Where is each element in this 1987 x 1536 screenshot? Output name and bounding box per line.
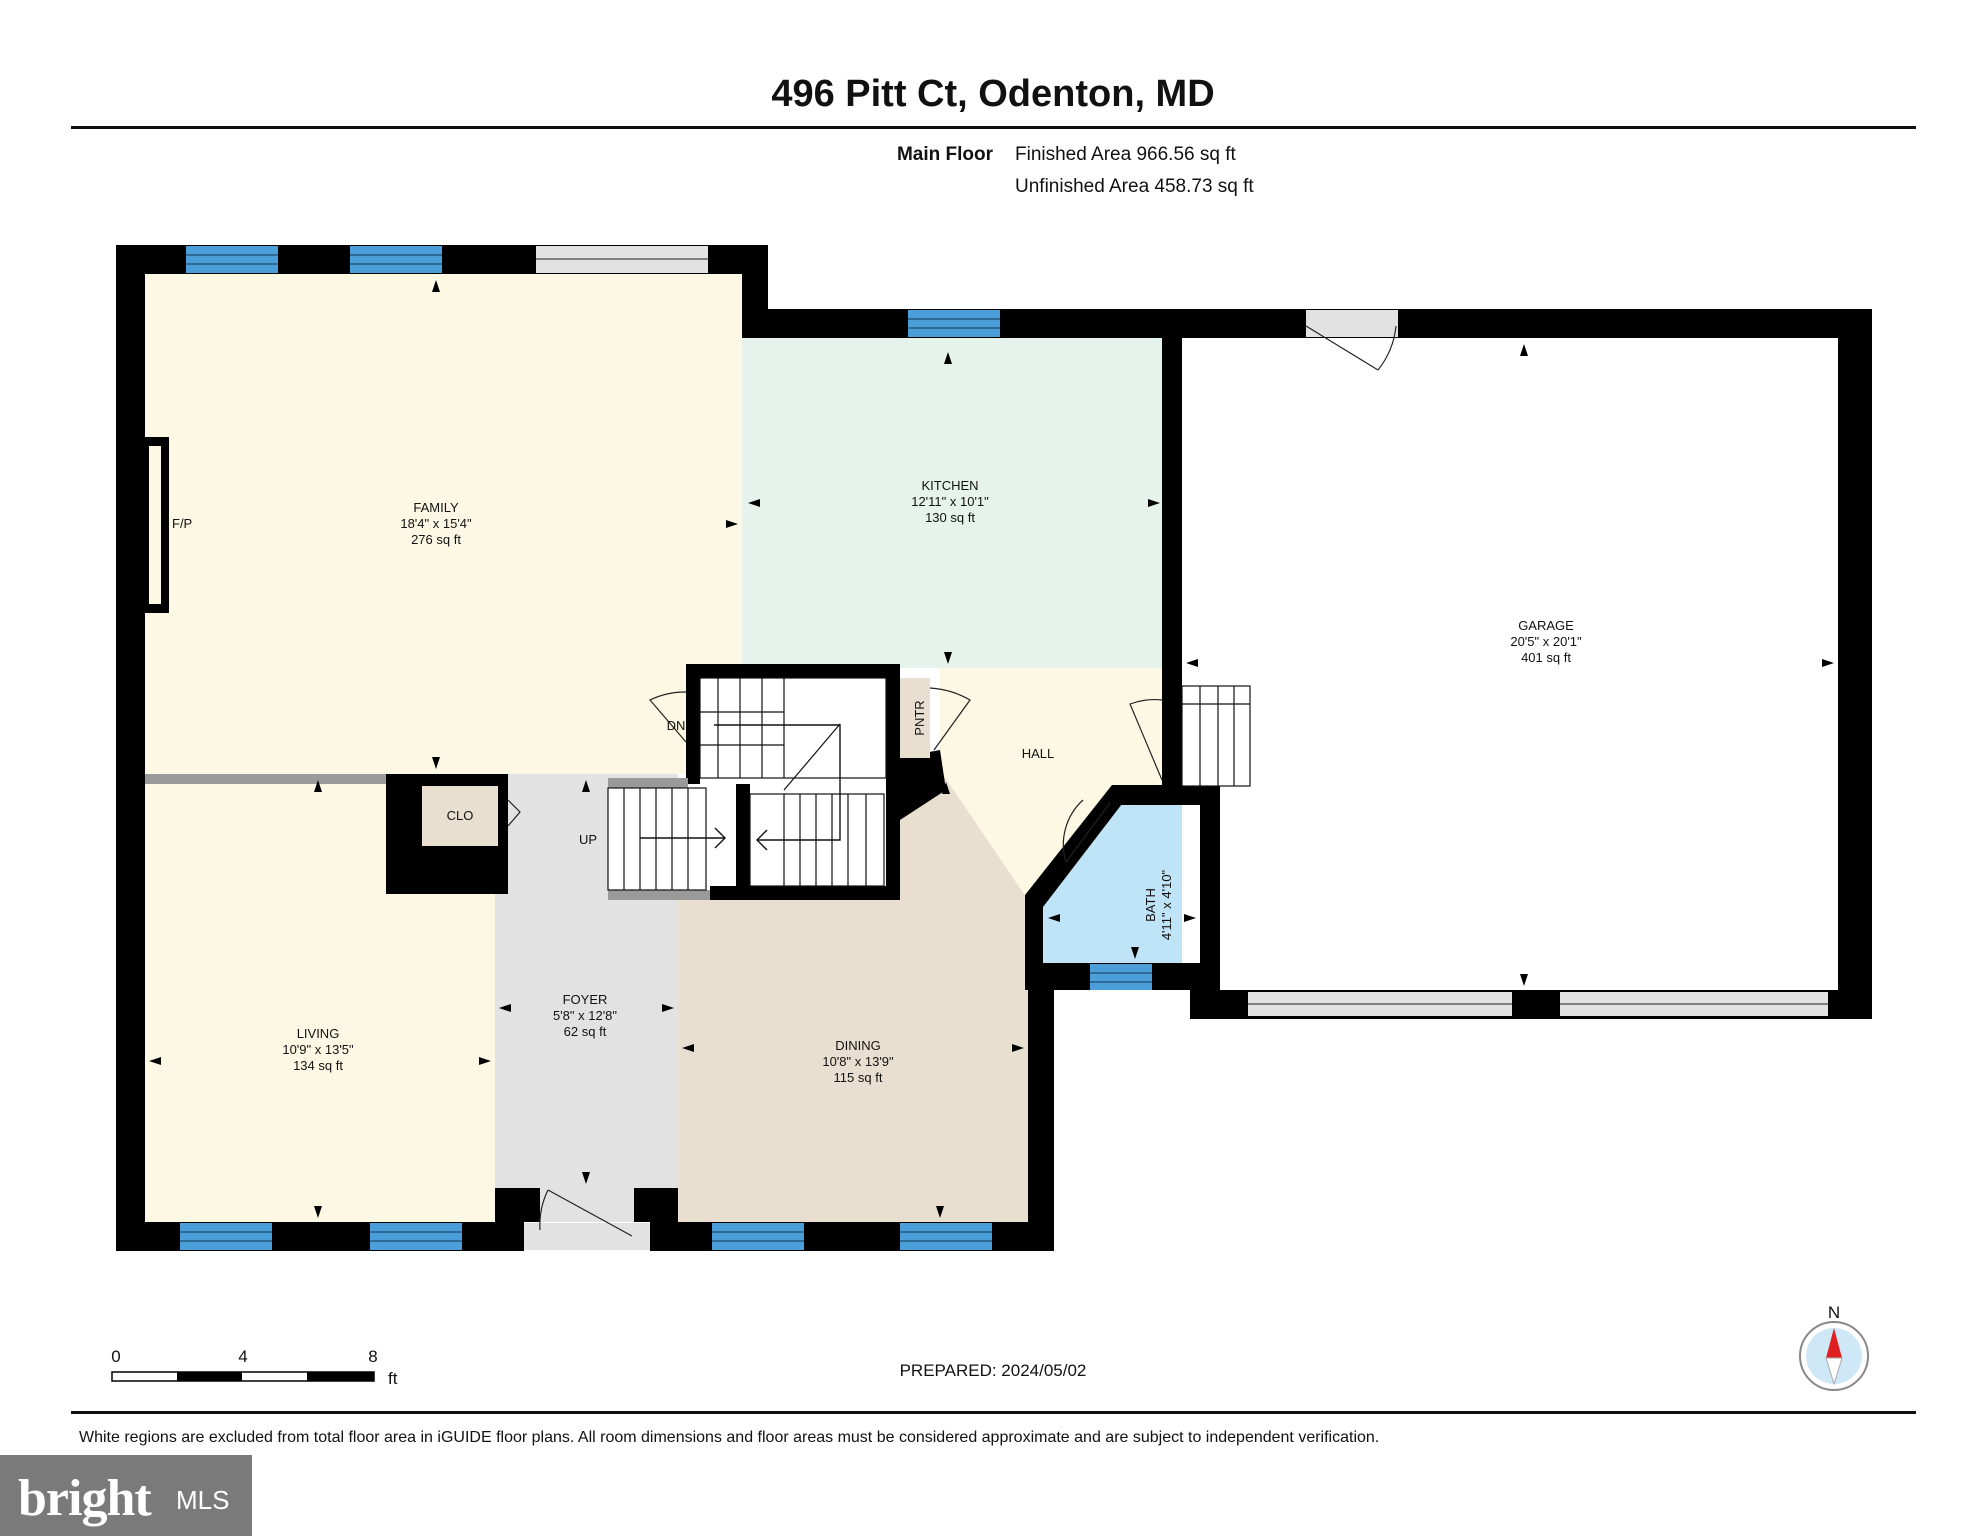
doors bbox=[507, 325, 1397, 1237]
garage-name: GARAGE bbox=[1518, 618, 1574, 633]
finished-area: Finished Area 966.56 sq ft bbox=[1015, 144, 1236, 165]
foyer-area: 62 sq ft bbox=[564, 1024, 607, 1039]
pantry-label: PNTR bbox=[912, 700, 927, 735]
scale-tick-8: 8 bbox=[368, 1347, 377, 1366]
bright-mls-logo: bright MLS bbox=[0, 1455, 252, 1536]
hall-label: HALL bbox=[1022, 746, 1055, 761]
compass-north: N bbox=[1828, 1303, 1840, 1322]
garage-room bbox=[1182, 338, 1838, 990]
stairs-down-label: DN bbox=[667, 718, 686, 733]
foyer-dims: 5'8" x 12'8" bbox=[553, 1008, 617, 1023]
garage-dims: 20'5" x 20'1" bbox=[1510, 634, 1582, 649]
family-room bbox=[145, 274, 742, 774]
dimension-arrows bbox=[149, 280, 1834, 1218]
bath-name: BATH bbox=[1143, 888, 1158, 922]
hall-room bbox=[742, 668, 1162, 900]
fireplace-label: F/P bbox=[172, 516, 192, 531]
floor-label: Main Floor bbox=[897, 144, 994, 165]
bright-logo-mls: MLS bbox=[176, 1485, 230, 1515]
kitchen-room bbox=[742, 338, 1162, 668]
stairs-up-label: UP bbox=[579, 832, 597, 847]
family-area: 276 sq ft bbox=[411, 532, 461, 547]
dining-dims: 10'8" x 13'9" bbox=[822, 1054, 894, 1069]
kitchen-area: 130 sq ft bbox=[925, 510, 975, 525]
closet-label: CLO bbox=[447, 808, 474, 823]
prepared-date: PREPARED: 2024/05/02 bbox=[900, 1361, 1087, 1380]
living-dims: 10'9" x 13'5" bbox=[282, 1042, 354, 1057]
address-title: 496 Pitt Ct, Odenton, MD bbox=[771, 73, 1214, 115]
footer-rule bbox=[71, 1411, 1916, 1414]
foyer-name: FOYER bbox=[563, 992, 608, 1007]
compass-icon: N bbox=[1799, 1303, 1869, 1391]
windows bbox=[180, 246, 1828, 1250]
family-name: FAMILY bbox=[413, 500, 459, 515]
garage-area: 401 sq ft bbox=[1521, 650, 1571, 665]
stairs bbox=[607, 677, 1251, 891]
scale-tick-0: 0 bbox=[111, 1347, 120, 1366]
disclaimer: White regions are excluded from total fl… bbox=[79, 1429, 1379, 1446]
dining-name: DINING bbox=[835, 1038, 881, 1053]
scale-bar: 0 4 8 ft bbox=[111, 1347, 398, 1388]
dining-area: 115 sq ft bbox=[834, 1070, 883, 1085]
family-dims: 18'4" x 15'4" bbox=[400, 516, 472, 531]
bright-logo-word: bright bbox=[18, 1470, 152, 1527]
living-name: LIVING bbox=[297, 1026, 340, 1041]
bath-dims: 4'11" x 4'10" bbox=[1159, 869, 1174, 940]
scale-tick-4: 4 bbox=[238, 1347, 247, 1366]
scale-unit: ft bbox=[388, 1369, 398, 1388]
header-rule bbox=[71, 126, 1916, 129]
kitchen-dims: 12'11" x 10'1" bbox=[911, 494, 989, 509]
unfinished-area: Unfinished Area 458.73 sq ft bbox=[1015, 176, 1254, 197]
dining-room bbox=[678, 770, 1028, 1222]
living-area: 134 sq ft bbox=[293, 1058, 343, 1073]
kitchen-name: KITCHEN bbox=[921, 478, 978, 493]
